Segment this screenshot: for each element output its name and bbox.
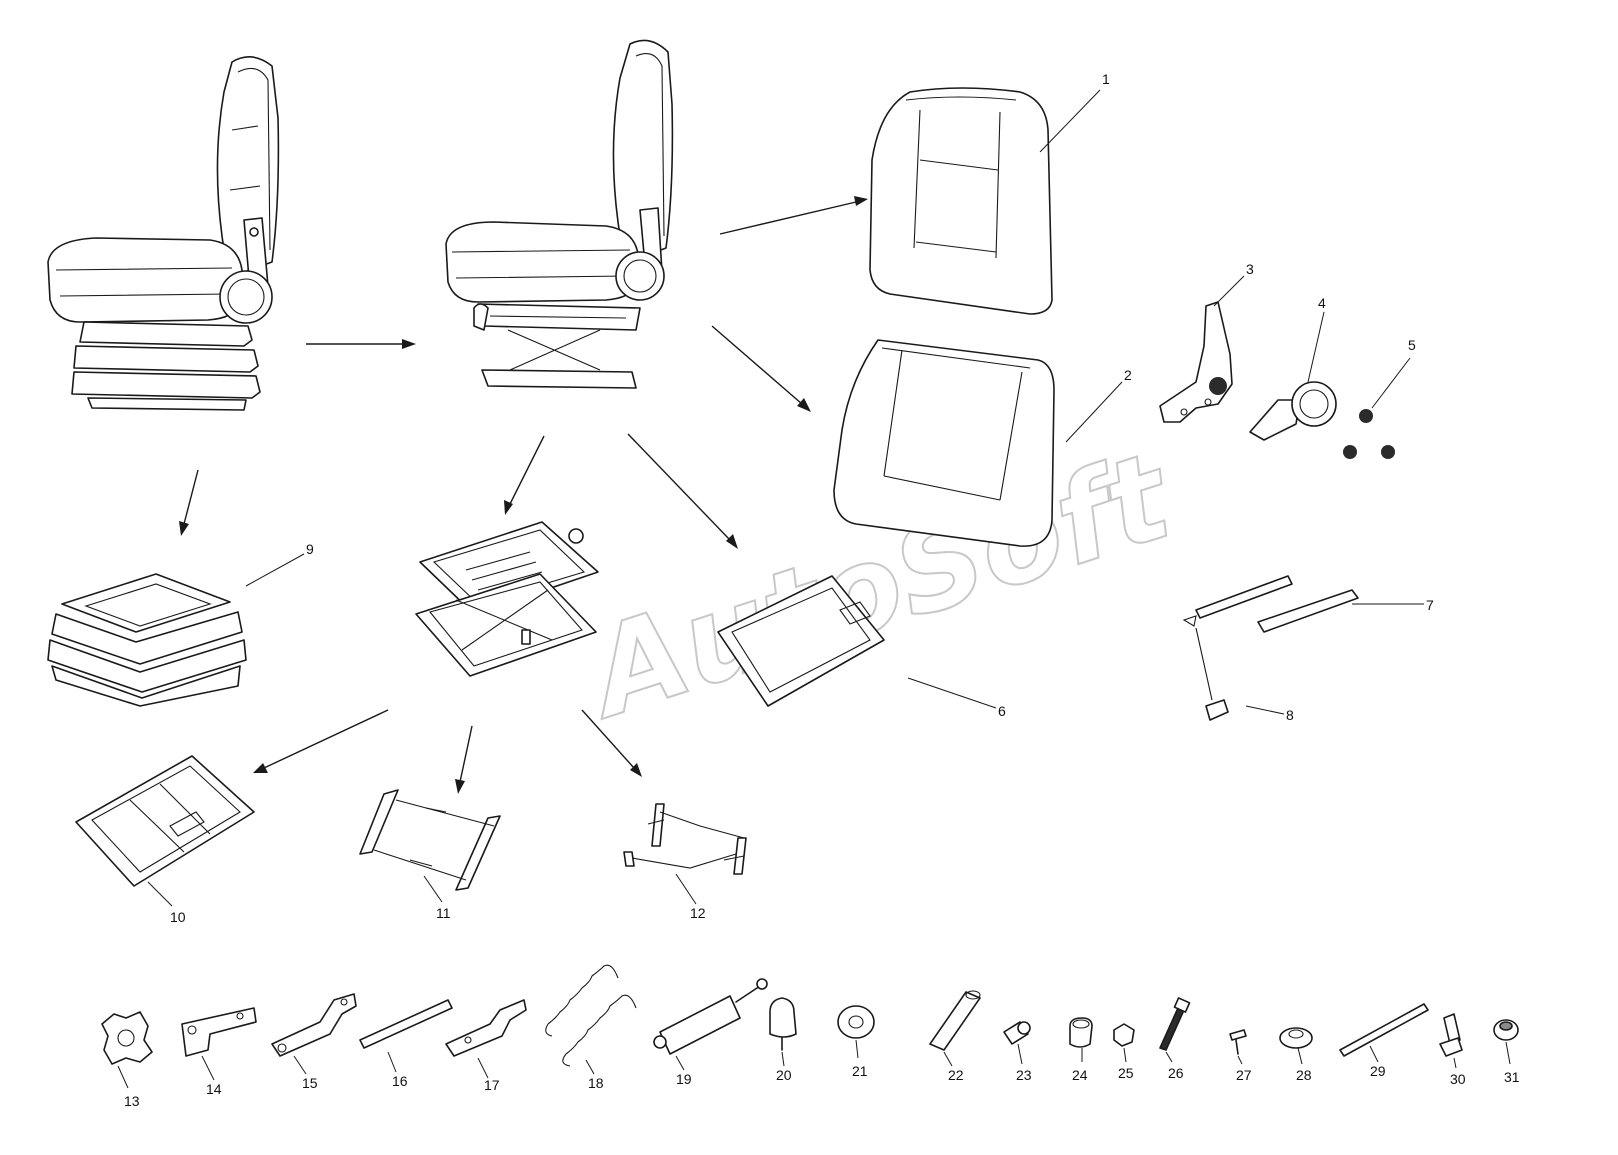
leader-9: 9 (245, 541, 314, 587)
leader-6: 6 (907, 677, 1006, 719)
callout-9: 9 (306, 541, 314, 557)
callout-20: 20 (776, 1067, 792, 1083)
callout-30: 30 (1450, 1071, 1466, 1087)
callout-23: 23 (1016, 1067, 1032, 1083)
callout-3: 3 (1246, 261, 1254, 277)
callout-25: 25 (1118, 1065, 1134, 1081)
callout-31: 31 (1504, 1069, 1520, 1085)
callout-11: 11 (436, 905, 451, 921)
part-18-springs: 18 (545, 964, 637, 1091)
arrow-to-lower-frame (253, 709, 389, 773)
part-17-lever-plate: 17 (445, 999, 527, 1093)
part-20-rubber-mount: 20 (769, 997, 797, 1083)
part-26-bolt: 26 (1159, 997, 1191, 1081)
handle-knob (1195, 627, 1229, 721)
leader-10: 10 (147, 881, 186, 925)
part-22-tube: 22 (929, 990, 981, 1083)
callout-7: 7 (1426, 597, 1434, 613)
callout-27: 27 (1236, 1067, 1252, 1083)
callout-19: 19 (676, 1071, 692, 1087)
leader-8: 8 (1245, 705, 1294, 723)
recline-knob-cover (1249, 381, 1337, 441)
leader-7: 7 (1352, 597, 1434, 613)
leader-4: 4 (1307, 295, 1326, 383)
scissor-arm-a (359, 789, 501, 891)
callout-26: 26 (1168, 1065, 1184, 1081)
callout-21: 21 (852, 1063, 868, 1079)
part-25-nut: 25 (1113, 1023, 1135, 1081)
part-19-shock-absorber: 19 (653, 978, 768, 1087)
part-13-star-knob: 13 (101, 1011, 153, 1109)
arrow-to-scissor-arm-b (581, 709, 642, 777)
part-16-rod: 16 (359, 999, 453, 1089)
seat-assembly-bellows (47, 56, 280, 411)
part-24-sleeve: 24 (1069, 1017, 1093, 1083)
callout-24: 24 (1072, 1067, 1088, 1083)
seat-assembly-scissor (445, 39, 674, 389)
arrow-to-suspension (504, 435, 545, 515)
part-28-washer: 28 (1279, 1027, 1313, 1083)
bellows (47, 573, 247, 707)
part-27-small-screw: 27 (1229, 1029, 1252, 1083)
callout-16: 16 (392, 1073, 408, 1089)
leader-5: 5 (1371, 337, 1416, 409)
callout-5: 5 (1408, 337, 1416, 353)
suspension-unit (415, 521, 599, 677)
part-30-shoulder-bolt: 30 (1439, 1013, 1466, 1087)
part-31-cap-nut: 31 (1493, 1019, 1520, 1085)
callout-28: 28 (1296, 1067, 1312, 1083)
callout-22: 22 (948, 1067, 964, 1083)
seat-cushion-foam (833, 339, 1055, 547)
leader-1: 1 (1039, 71, 1110, 153)
callout-1: 1 (1102, 71, 1110, 87)
arrow-to-bellows (179, 469, 199, 536)
part-15-link-plate: 15 (271, 993, 357, 1091)
callout-2: 2 (1124, 367, 1132, 383)
leader-11: 11 (423, 875, 451, 921)
arrow-to-scissor-arm-a (455, 725, 473, 794)
callout-14: 14 (206, 1081, 222, 1097)
callout-15: 15 (302, 1075, 318, 1091)
callout-6: 6 (998, 703, 1006, 719)
callout-4: 4 (1318, 295, 1326, 311)
part-29-long-pin: 29 (1339, 1003, 1429, 1079)
screws (1343, 409, 1395, 459)
leader-3: 3 (1213, 261, 1254, 307)
callout-29: 29 (1370, 1063, 1386, 1079)
callout-18: 18 (588, 1075, 604, 1091)
arrow-to-base-frame (627, 433, 738, 549)
callout-17: 17 (484, 1077, 500, 1093)
leader-2: 2 (1065, 367, 1132, 443)
scissor-arm-b (623, 803, 747, 875)
leader-12: 12 (675, 873, 706, 921)
arrow-assembly-to-assembly (306, 339, 416, 349)
lower-frame (75, 755, 255, 887)
part-14-bracket: 14 (181, 1007, 257, 1097)
backrest-foam (869, 87, 1053, 315)
slide-rails (1182, 575, 1359, 633)
arrow-to-cushion (711, 325, 811, 412)
recline-mechanism (1159, 301, 1233, 423)
arrow-to-backrest (719, 196, 868, 235)
part-21-ring: 21 (837, 1005, 875, 1079)
part-23-bushing: 23 (1003, 1021, 1032, 1083)
callout-13: 13 (124, 1093, 140, 1109)
callout-12: 12 (690, 905, 706, 921)
callout-10: 10 (170, 909, 186, 925)
callout-8: 8 (1286, 707, 1294, 723)
base-frame (717, 575, 885, 707)
